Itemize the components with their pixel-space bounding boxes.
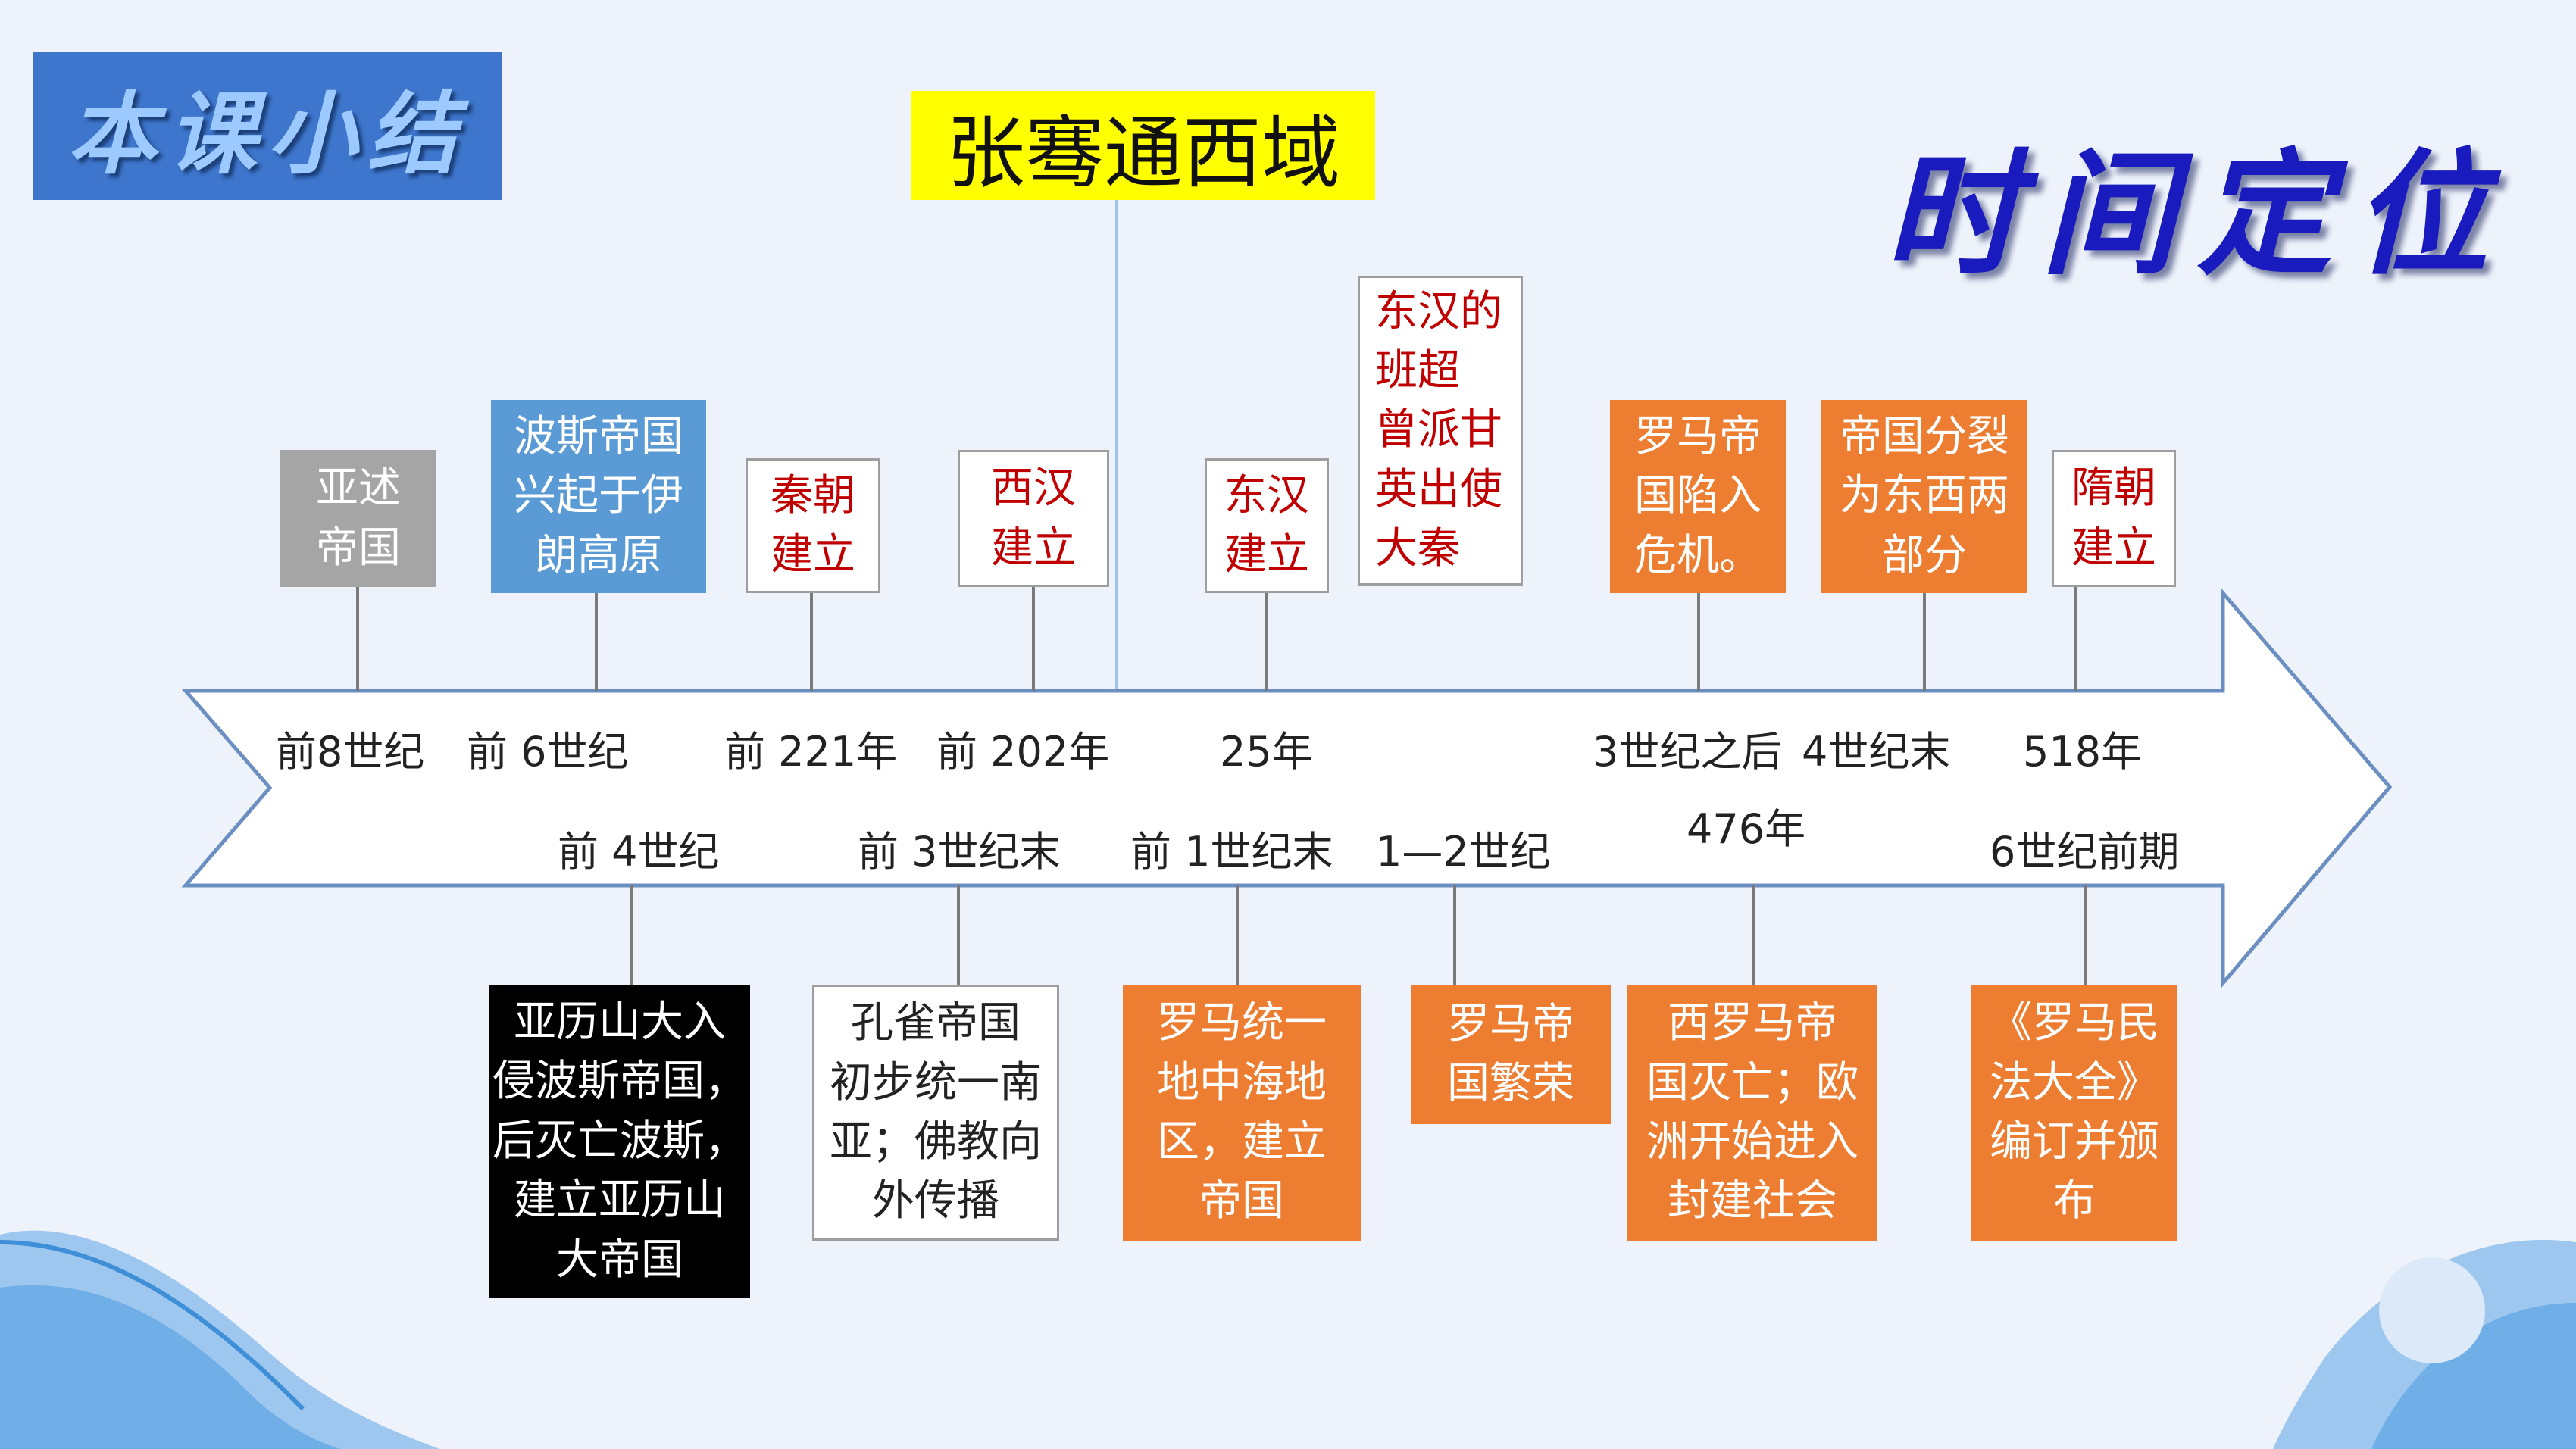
highlight-event: 张骞通西域 <box>911 91 1375 200</box>
date-label: 6世纪前期 <box>1990 828 2180 876</box>
section-label: 本课小结 <box>67 80 467 186</box>
event-justinian: 《罗马民 法大全》 编订并颁 布 <box>1971 985 2177 1241</box>
event-assyria: 亚述 帝国 <box>280 450 436 587</box>
date-label: 4世纪末 <box>1802 728 1951 776</box>
event-rome-unify: 罗马统一 地中海地 区，建立 帝国 <box>1123 985 1361 1241</box>
date-label: 前 6世纪 <box>467 728 629 776</box>
date-label: 前 202年 <box>936 728 1110 776</box>
date-label: 3世纪之后 <box>1593 728 1783 776</box>
date-label: 25年 <box>1220 728 1313 776</box>
wave-left-front <box>0 1285 341 1449</box>
event-empire-split: 帝国分裂 为东西两 部分 <box>1821 400 2027 593</box>
event-sui: 隋朝 建立 <box>2052 450 2176 587</box>
page-title: 时间定位 <box>1885 135 2509 293</box>
event-west-rome: 西罗马帝 国灭亡；欧 洲开始进入 封建社会 <box>1627 985 1877 1241</box>
date-label: 前 221年 <box>724 728 898 776</box>
date-label: 前 1世纪末 <box>1130 828 1333 876</box>
event-rome-prosper: 罗马帝 国繁荣 <box>1411 985 1611 1124</box>
event-qin: 秦朝 建立 <box>746 458 880 593</box>
event-alexander: 亚历山大入 侵波斯帝国， 后灭亡波斯， 建立亚历山 大帝国 <box>489 985 750 1298</box>
date-label: 前8世纪 <box>276 728 425 776</box>
event-ban-chao: 东汉的 班超 曾派甘 英出使 大秦 <box>1358 276 1523 586</box>
date-label: 前 4世纪 <box>558 828 720 876</box>
timeline-arrow-icon <box>181 588 2393 988</box>
event-rome-crisis: 罗马帝 国陷入 危机。 <box>1610 400 1786 593</box>
event-western-han: 西汉 建立 <box>958 450 1109 587</box>
wave-right-front <box>2371 1303 2576 1449</box>
wave-left-line <box>0 1240 305 1411</box>
date-label: 518年 <box>2023 728 2143 776</box>
date-label: 476年 <box>1687 805 1806 853</box>
highlight-pointer-line <box>1115 200 1118 689</box>
wave-right-circle <box>2379 1257 2485 1363</box>
event-persia: 波斯帝国 兴起于伊 朗高原 <box>491 400 706 593</box>
date-label: 1—2世纪 <box>1376 828 1551 876</box>
date-label: 前 3世纪末 <box>858 828 1061 876</box>
event-eastern-han: 东汉 建立 <box>1205 458 1329 593</box>
event-maurya: 孔雀帝国 初步统一南 亚；佛教向 外传播 <box>812 985 1059 1241</box>
section-label-box: 本课小结 <box>33 52 502 200</box>
